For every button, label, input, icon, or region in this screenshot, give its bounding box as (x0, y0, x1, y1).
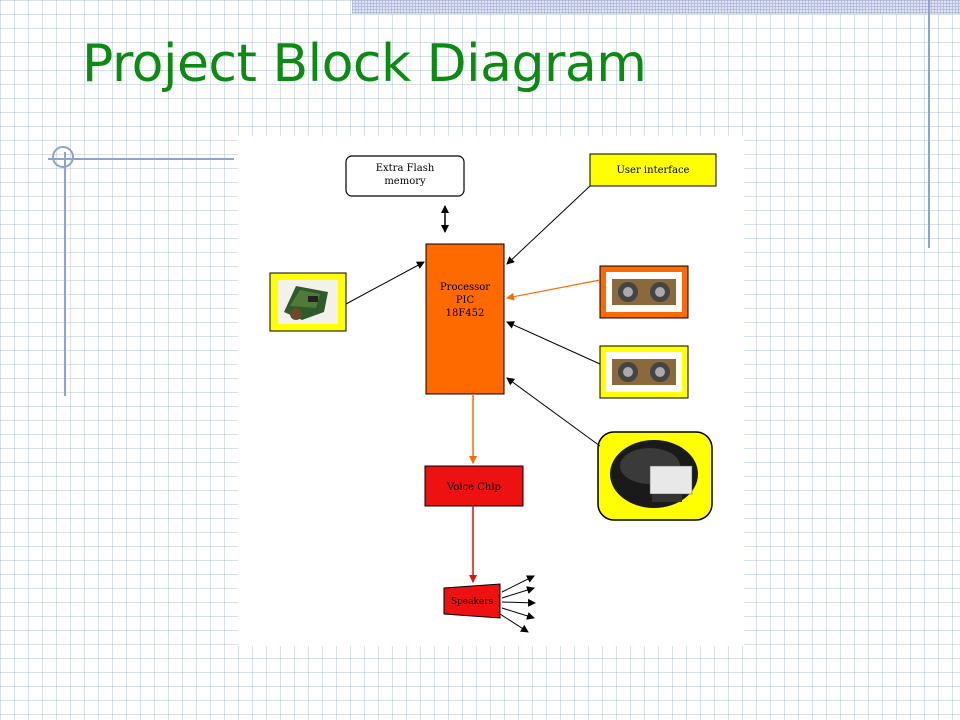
voice-chip-block: Voice Chip (424, 465, 524, 507)
flash-label-line2: memory (384, 176, 426, 187)
ultrasonic-sensor-image-2 (599, 345, 689, 399)
voice-chip-label: Voice Chip (446, 482, 501, 493)
decor-circle (52, 146, 74, 168)
right-decor-rule (928, 0, 930, 248)
flash-memory-block: Extra Flash memory (345, 155, 465, 197)
ui-processor-arrow (506, 185, 591, 265)
processor-label-line1: Processor (440, 282, 490, 293)
left-decor-rule (64, 152, 66, 396)
flash-label-line1: Extra Flash (376, 163, 435, 174)
compass-processor-arrow (506, 377, 601, 447)
sensor2-processor-arrow (506, 321, 601, 365)
sensor1-processor-arrow (506, 279, 601, 301)
user-interface-label: User interface (617, 165, 690, 176)
processor-block: Processor PIC 18F452 (425, 243, 505, 395)
speakers-block: Speakers (443, 583, 501, 619)
processor-label-line3: 18F452 (446, 308, 485, 319)
speakers-label: Speakers (451, 597, 494, 607)
circuit-board-image (269, 272, 347, 332)
horizontal-decor-rule (48, 158, 234, 160)
processor-label-line2: PIC (456, 295, 475, 306)
block-diagram-svg: Extra Flash memory User interface Proces… (269, 153, 717, 633)
sound-output-arrows (499, 575, 536, 633)
user-interface-block: User interface (589, 153, 717, 187)
page-title: Project Block Diagram (82, 34, 647, 94)
block-diagram: Extra Flash memory User interface Proces… (238, 136, 744, 646)
compass-module-image (597, 431, 713, 521)
board-processor-arrow (345, 261, 425, 305)
top-decor-band (352, 0, 960, 14)
ultrasonic-sensor-image-1 (599, 265, 689, 319)
